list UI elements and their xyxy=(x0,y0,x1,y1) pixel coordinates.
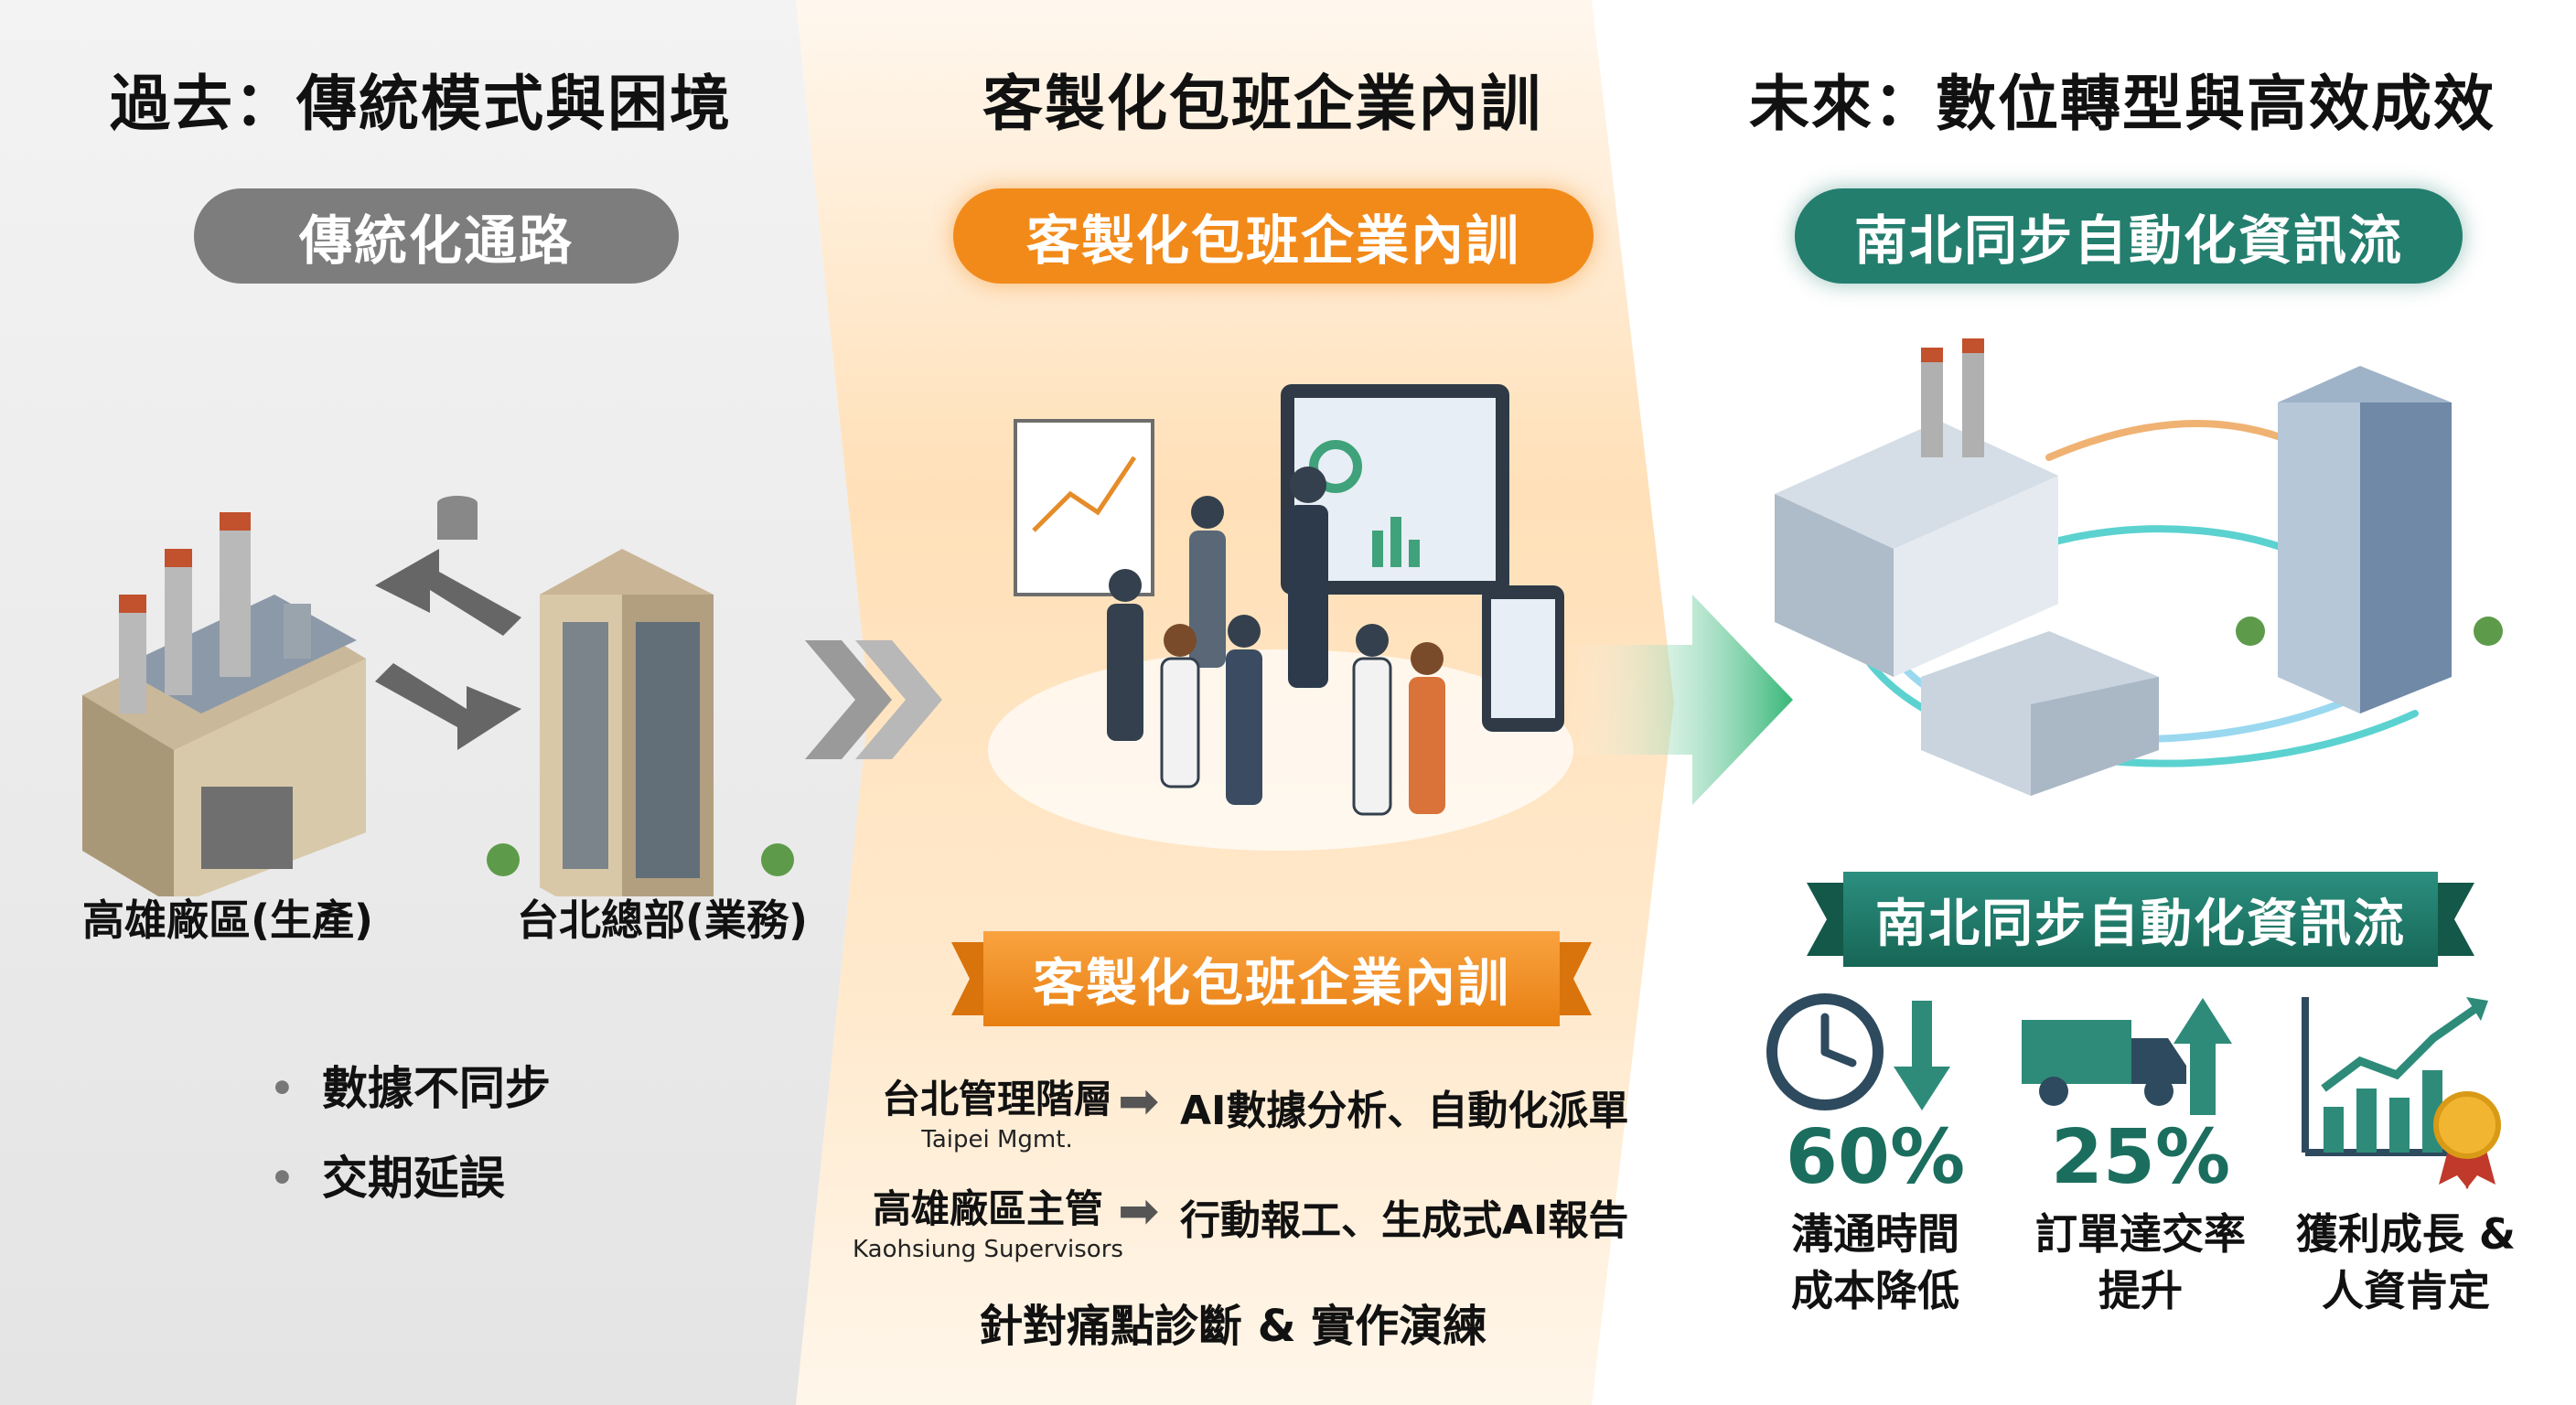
arrow-right-icon: ➡ xyxy=(1118,1072,1160,1130)
presentation-board-icon xyxy=(1014,419,1154,596)
program-group-kaohsiung: 高雄廠區主管 Kaohsiung Supervisors xyxy=(853,1186,1123,1263)
training-pill: 客製化包班企業內訓 xyxy=(953,188,1594,284)
training-ribbon: 客製化包班企業內訓 xyxy=(1033,953,1510,1014)
truck-up-icon xyxy=(2022,998,2232,1115)
training-illustration xyxy=(988,384,1573,851)
program-content-kaohsiung: 行動報工、生成式AI報告 xyxy=(1180,1197,1629,1244)
taipei-hq-label: 台北總部(業務) xyxy=(517,896,809,945)
past-illustration xyxy=(82,496,794,896)
warehouse-icon xyxy=(1921,631,2159,796)
training-title: 客製化包班企業內訓 xyxy=(982,69,1542,139)
issue-item: 交期延誤 xyxy=(270,1142,551,1207)
program-content-taipei: AI數據分析、自動化派單 xyxy=(1180,1088,1629,1134)
office-building-icon xyxy=(487,549,794,896)
issue-item: 數據不同步 xyxy=(270,1052,551,1118)
metric-label-delivery: 訂單達交率 提升 xyxy=(2035,1209,2246,1315)
office-tower-icon xyxy=(2236,366,2503,713)
clock-down-icon xyxy=(1766,993,1950,1110)
factory-icon xyxy=(82,512,366,896)
metric-label-profit: 獲利成長 & 人資肯定 xyxy=(2295,1209,2517,1315)
arrow-right-icon: ➡ xyxy=(1118,1182,1160,1239)
past-pill: 傳統化通路 xyxy=(194,188,679,284)
training-footer: 針對痛點診斷 & 實作演練 xyxy=(979,1301,1487,1352)
metric-value-delivery: 25% xyxy=(2050,1114,2231,1201)
smart-factory-icon xyxy=(1775,338,2058,677)
future-illustration xyxy=(1775,338,2503,796)
kaohsiung-factory-label: 高雄廠區(生產) xyxy=(82,896,374,945)
past-issues-list: 數據不同步 交期延誤 xyxy=(270,1052,551,1231)
tablet-icon xyxy=(1482,585,1564,732)
future-pill: 南北同步自動化資訊流 xyxy=(1795,188,2463,284)
past-title: 過去：傳統模式與困境 xyxy=(110,69,732,139)
people-group-icon xyxy=(1107,467,1445,816)
future-title: 未來：數位轉型與高效成效 xyxy=(1749,69,2496,139)
sync-arrows-icon xyxy=(375,496,521,750)
chart-medal-icon xyxy=(2302,997,2501,1189)
metric-value-communication: 60% xyxy=(1785,1114,1966,1201)
future-ribbon: 南北同步自動化資訊流 xyxy=(1875,894,2406,954)
program-group-taipei: 台北管理階層 Taipei Mgmt. xyxy=(881,1077,1112,1153)
metric-label-communication: 溝通時間 成本降低 xyxy=(1791,1209,1959,1315)
